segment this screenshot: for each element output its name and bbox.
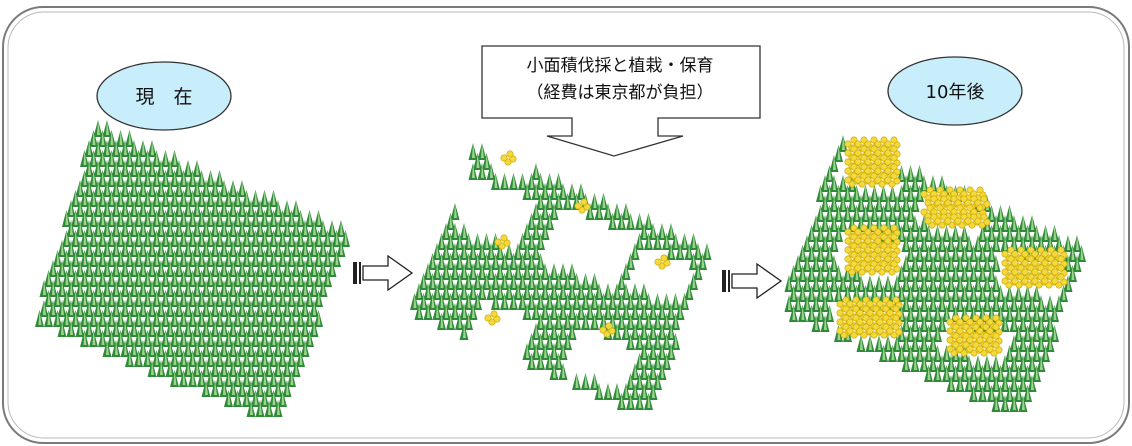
arrow-right-icon	[362, 254, 414, 292]
callout-line1: 小面積伐採と植栽・保育	[527, 56, 714, 76]
current-label-ellipse	[96, 61, 232, 131]
after-label-text: 10年後	[926, 82, 985, 103]
callout: 小面積伐採と植栽・保育 （経費は東京都が負担）	[481, 45, 761, 157]
current-label-text: 現 在	[135, 86, 192, 108]
callout-arrow-box	[481, 45, 761, 157]
forest-current	[35, 120, 350, 417]
outer-frame-inner	[7, 11, 1125, 439]
transition-arrow-1	[353, 254, 414, 292]
after-label: 10年後	[887, 56, 1023, 126]
after-label-ellipse	[887, 56, 1023, 126]
current-label: 現 在	[96, 61, 232, 131]
outer-frame	[2, 6, 1130, 444]
forest-after-cutting	[410, 143, 712, 410]
arrow-right-icon	[731, 262, 783, 300]
transition-arrow-2	[722, 262, 783, 300]
forest-after-10-years	[784, 135, 1086, 412]
callout-line2: （経費は東京都が負担）	[527, 83, 714, 103]
